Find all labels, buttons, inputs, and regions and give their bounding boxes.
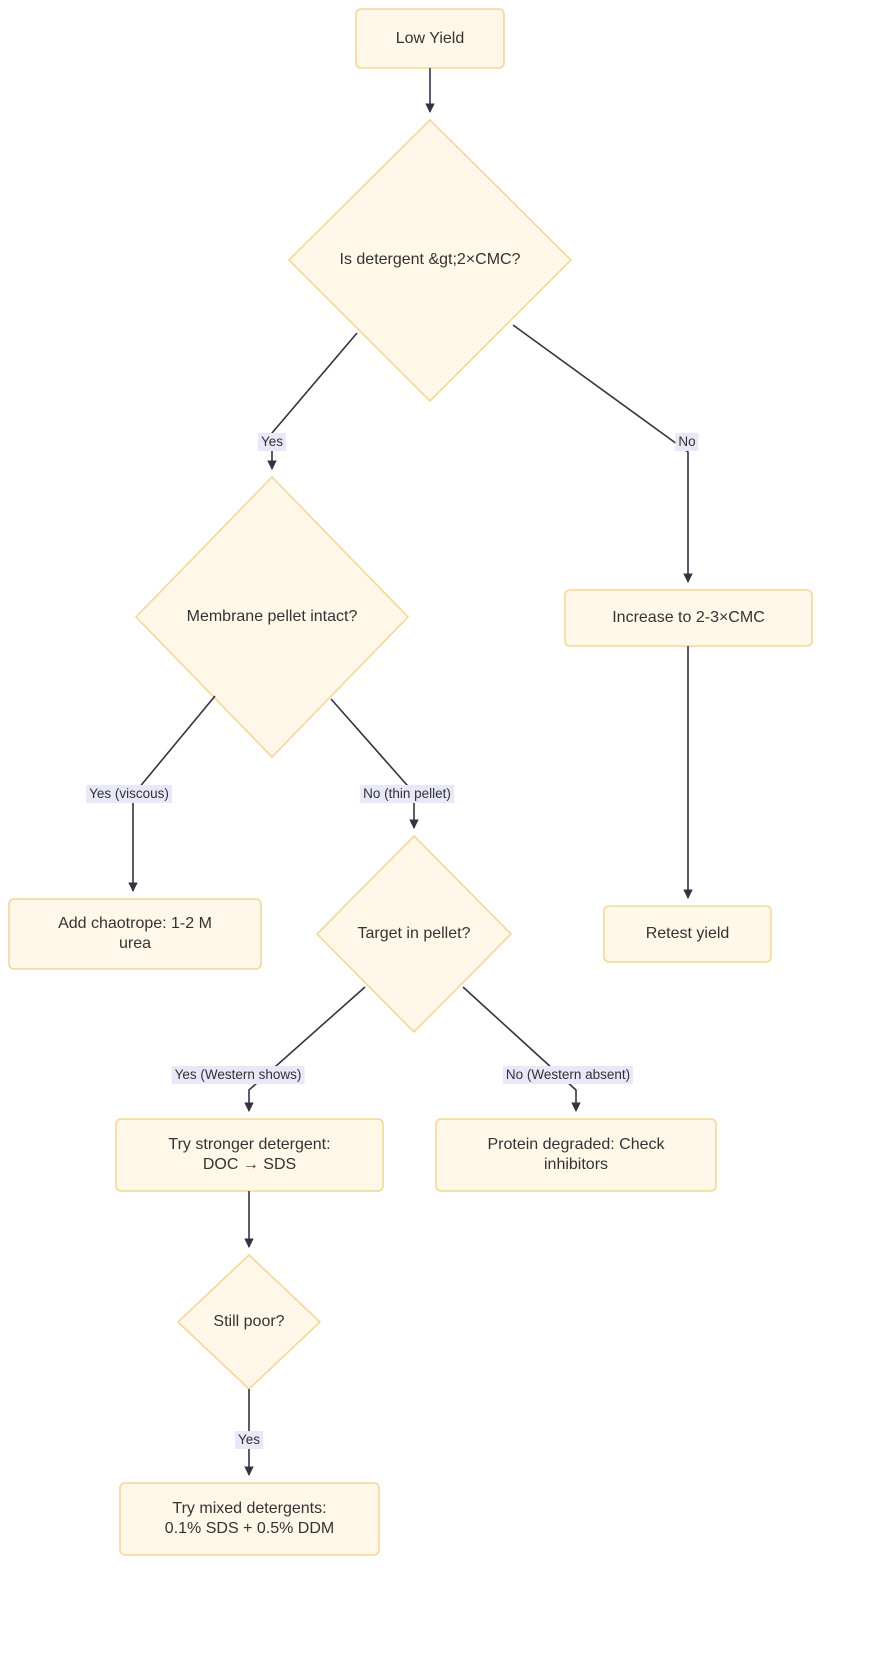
edge-label-yes-cmc: Yes	[257, 433, 287, 451]
edge-target-yes-to-stronger	[244, 986, 366, 1112]
edge-label-no-western-absent: No (Western absent)	[502, 1066, 634, 1084]
edge-membrane-no-to-target	[330, 698, 419, 829]
edge-label-yes-western-shows: Yes (Western shows)	[171, 1066, 305, 1084]
node-still-poor[interactable]	[176, 1253, 322, 1391]
node-membrane-pellet-intact[interactable]	[134, 475, 410, 759]
edge-target-no-to-degraded	[462, 986, 581, 1112]
edge-detergent-no-to-increase	[512, 324, 693, 583]
node-try-mixed-detergents[interactable]	[119, 1482, 380, 1556]
node-shapes	[8, 8, 813, 1556]
edge-label-no-thin-pellet: No (thin pellet)	[360, 785, 454, 803]
edge-label-yes-still-poor: Yes	[234, 1431, 264, 1449]
edge-label-no-cmc: No	[675, 433, 699, 451]
node-is-detergent-cmc[interactable]	[287, 118, 573, 403]
edge-label-yes-viscous: Yes (viscous)	[86, 785, 172, 803]
node-protein-degraded[interactable]	[435, 1118, 717, 1192]
node-retest-yield[interactable]	[603, 905, 772, 963]
node-increase-cmc[interactable]	[564, 589, 813, 647]
node-try-stronger-detergent[interactable]	[115, 1118, 384, 1192]
node-target-in-pellet[interactable]	[315, 834, 513, 1034]
node-add-chaotrope[interactable]	[8, 898, 262, 970]
node-low-yield[interactable]	[355, 8, 505, 69]
